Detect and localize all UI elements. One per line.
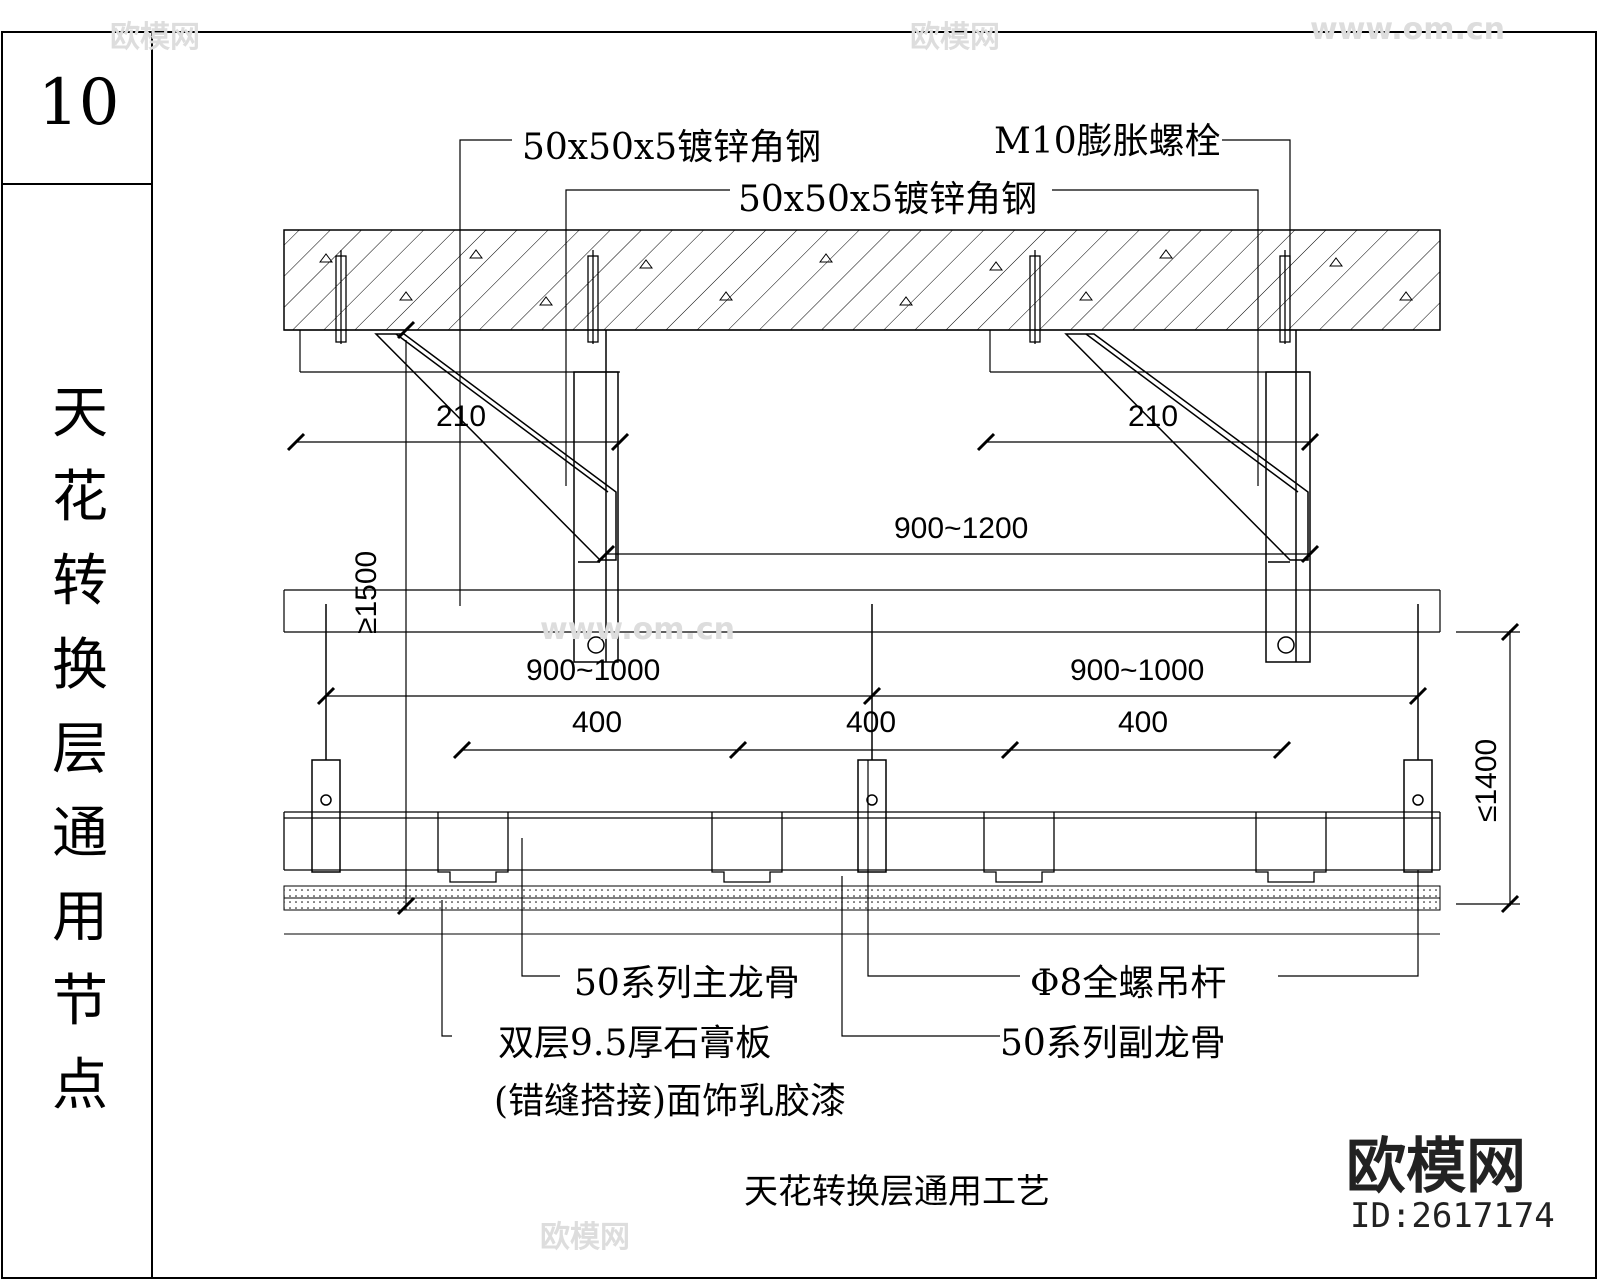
gypsum-boards: [283, 885, 1441, 935]
sub-keels: [437, 812, 1327, 883]
dim-arm-left: 210: [436, 400, 487, 433]
label-gypsum-board: 双层9.5厚石膏板: [498, 1023, 772, 1064]
watermark-logo: 欧模网: [540, 1220, 630, 1255]
watermark-url: www.om.cn: [1310, 12, 1506, 47]
label-finish: (错缝搭接)面饰乳胶漆: [494, 1081, 847, 1122]
brand-logo-text: 欧模网: [1346, 1132, 1526, 1202]
main-keel: [283, 811, 1441, 871]
dim-arm-right: 210: [1128, 400, 1179, 433]
panel-number: 10: [38, 66, 120, 140]
label-hanger-rod: Φ8全螺吊杆: [1030, 963, 1227, 1004]
label-angle-steel-1: 50x50x5镀锌角钢: [522, 127, 822, 168]
beam-lines: [283, 329, 1441, 633]
dim-span-right: 900~1000: [1070, 654, 1205, 687]
dim-span-top: 900~1200: [894, 512, 1029, 545]
drawing-caption: 天花转换层通用工艺: [744, 1172, 1050, 1212]
brand-id: ID:2617174: [1350, 1196, 1555, 1236]
dim-sub-1: 400: [572, 706, 623, 739]
right-angle-bracket: [1064, 330, 1311, 663]
hanger-rods: [311, 604, 1433, 873]
watermark-logo: 欧模网: [110, 20, 200, 55]
dim-sub-3: 400: [1118, 706, 1169, 739]
leader-lines: [441, 139, 1419, 1037]
sheet-border: [1, 31, 1597, 1279]
label-angle-steel-2: 50x50x5镀锌角钢: [738, 179, 1038, 220]
watermark-url: www.om.cn: [540, 612, 736, 647]
dim-span-left: 900~1000: [526, 654, 661, 687]
dim-height-right: ≤1400: [1470, 738, 1503, 822]
dim-height-left: ≥1500: [350, 550, 383, 634]
vertical-title: 天花转换层通用节点: [52, 381, 108, 1118]
label-sub-keel: 50系列副龙骨: [1000, 1023, 1226, 1064]
label-main-keel: 50系列主龙骨: [574, 963, 800, 1004]
dimension-ticks: [286, 320, 1520, 916]
watermark-logo: 欧模网: [910, 20, 1000, 55]
concrete-slab: [283, 229, 1441, 331]
dim-sub-2: 400: [846, 706, 897, 739]
label-expansion-bolt: M10膨胀螺栓: [994, 121, 1221, 162]
left-angle-bracket: [374, 330, 619, 663]
